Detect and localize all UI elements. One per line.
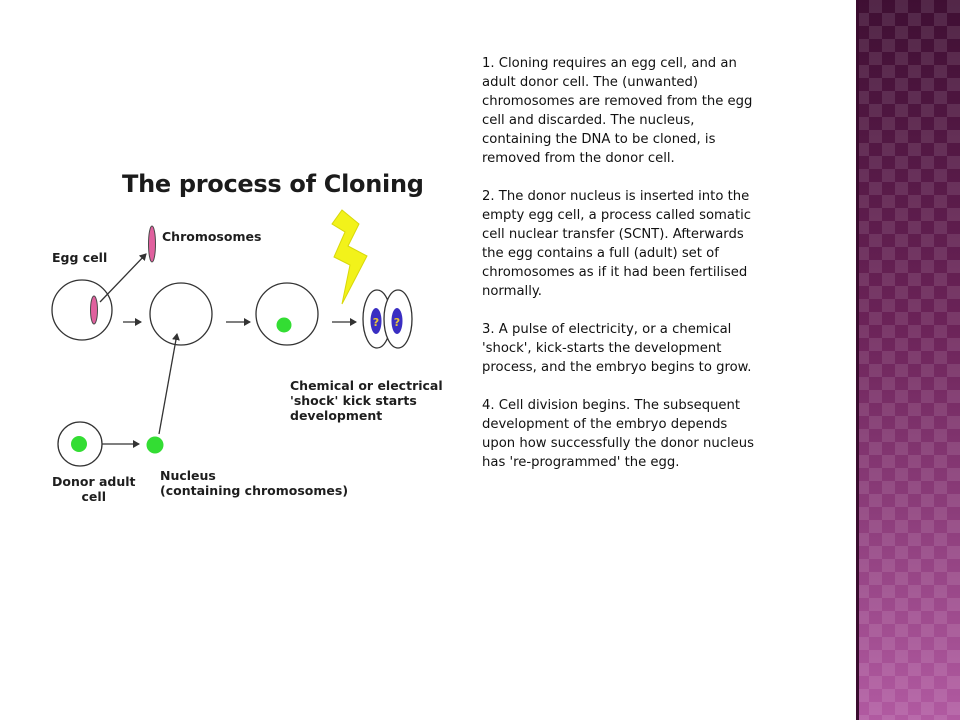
inserted-nucleus bbox=[276, 317, 292, 333]
extracted-nucleus bbox=[146, 436, 164, 454]
egg-with-nucleus bbox=[255, 282, 319, 346]
step-4: 4. Cell division begins. The subsequent … bbox=[482, 398, 754, 470]
label-egg-cell: Egg cell bbox=[52, 250, 108, 265]
lightning-bolt-icon bbox=[331, 209, 368, 305]
cloning-steps: 1. Cloning requires an egg cell, and an … bbox=[482, 54, 758, 491]
diagram-title: The process of Cloning bbox=[122, 170, 424, 198]
cloning-diagram: ? ? The process of Cloning Egg cell Chro… bbox=[46, 162, 443, 522]
embryo-nucleus-right bbox=[391, 308, 403, 334]
label-donor-adult-cell: Donor adult cell bbox=[52, 474, 136, 504]
cloning-diagram-drawing: ? ? bbox=[51, 209, 413, 467]
egg-cell bbox=[51, 279, 113, 341]
arrow-nucleus-to-egg bbox=[158, 333, 180, 435]
label-nucleus: Nucleus (containing chromosomes) bbox=[160, 468, 349, 498]
donor-nucleus bbox=[71, 436, 87, 452]
enucleated-egg-cell bbox=[149, 282, 213, 346]
label-chromosomes: Chromosomes bbox=[162, 229, 262, 244]
label-shock: Chemical or electrical 'shock' kick star… bbox=[290, 378, 443, 423]
embryo-mark-left: ? bbox=[373, 316, 379, 329]
egg-chromosome bbox=[90, 295, 98, 325]
decorative-sidebar bbox=[856, 0, 960, 720]
step-1: 1. Cloning requires an egg cell, and an … bbox=[482, 56, 753, 166]
embryo-mark-right: ? bbox=[394, 316, 400, 329]
arrow-egg-to-chromosomes bbox=[99, 253, 147, 303]
step-3: 3. A pulse of electricity, or a chemical… bbox=[482, 322, 752, 375]
embryo-nucleus-left bbox=[370, 308, 382, 334]
step-2: 2. The donor nucleus is inserted into th… bbox=[482, 189, 752, 299]
sidebar-border bbox=[856, 0, 859, 720]
removed-chromosomes bbox=[148, 225, 156, 263]
